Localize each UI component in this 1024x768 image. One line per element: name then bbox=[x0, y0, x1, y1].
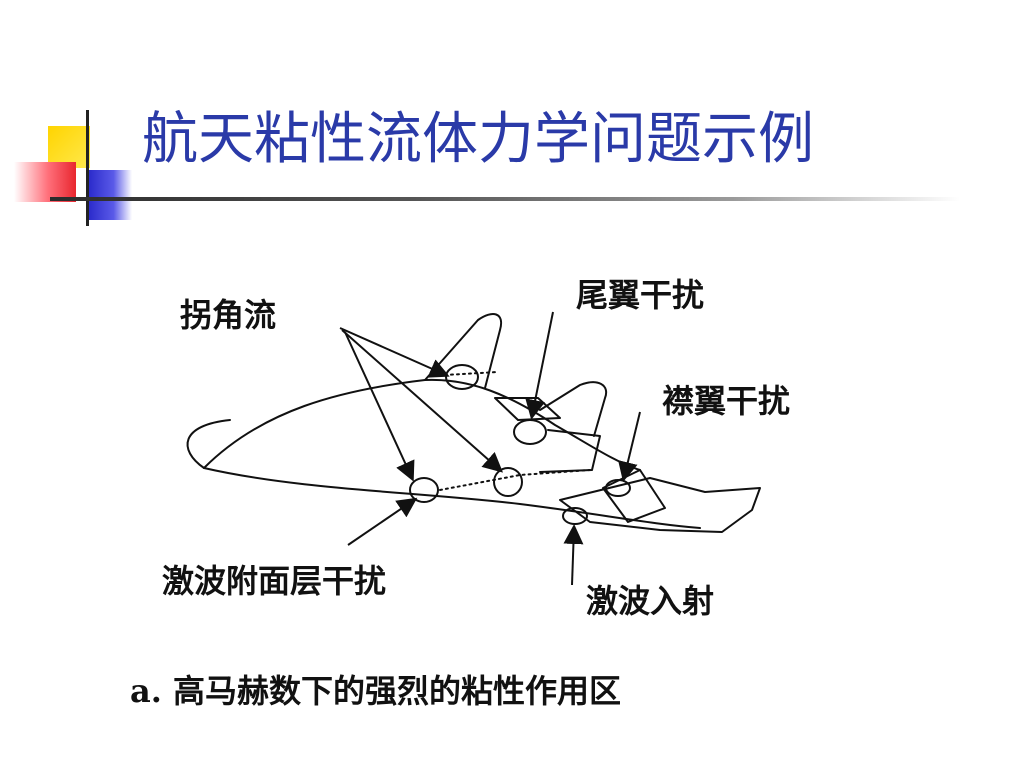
ellipse-tail-root bbox=[513, 419, 547, 445]
top-dotted-line bbox=[444, 371, 499, 376]
interaction-dotted-line bbox=[439, 469, 591, 491]
label-corner-flow: 拐角流 bbox=[180, 296, 276, 334]
top-fin-outline bbox=[424, 313, 503, 389]
arrow-corner-to-shock bbox=[344, 331, 415, 482]
ellipse-top-fin-root bbox=[445, 364, 479, 390]
main-wing-outline bbox=[559, 477, 761, 533]
ellipse-shock-incidence bbox=[562, 507, 588, 525]
arrow-shock-incidence bbox=[563, 524, 584, 586]
rear-fin-outline bbox=[539, 381, 608, 437]
label-shock-incidence: 激波入射 bbox=[586, 582, 714, 620]
title-underline bbox=[50, 197, 960, 201]
arrow-tail-interference bbox=[525, 311, 554, 420]
arrow-wing-interference bbox=[618, 411, 641, 482]
arrow-shock-layer bbox=[347, 497, 418, 546]
ellipse-body-junction bbox=[493, 467, 523, 497]
fuselage-lower-outline bbox=[203, 467, 701, 529]
decor-vertical-line bbox=[86, 110, 89, 226]
wing-root-outline bbox=[539, 429, 601, 473]
slide-title: 航天粘性流体力学问题示例 bbox=[142, 107, 814, 172]
fuselage-upper-outline bbox=[203, 378, 641, 471]
diagram-caption: a. 高马赫数下的强烈的粘性作用区 bbox=[130, 672, 621, 710]
tail-plate-outline bbox=[494, 397, 561, 421]
decor-yellow-block bbox=[48, 126, 90, 168]
decor-red-block bbox=[14, 162, 76, 202]
fuselage-nose-outline bbox=[186, 419, 231, 469]
ellipse-shock-layer bbox=[409, 477, 439, 503]
decor-blue-block bbox=[86, 170, 132, 220]
ellipse-flap bbox=[605, 479, 631, 497]
aircraft-viscous-flow-diagram: 拐角流 尾翼干扰 襟翼干扰 激波附面层干扰 激波入射 a. 高马赫数下的强烈的粘… bbox=[130, 276, 790, 710]
arrow-corner-to-fin bbox=[339, 327, 450, 378]
label-tail-interference: 尾翼干扰 bbox=[576, 276, 704, 314]
label-shock-layer-interference: 激波附面层干扰 bbox=[162, 562, 386, 600]
label-wing-interference: 襟翼干扰 bbox=[662, 382, 790, 420]
arrow-corner-to-body bbox=[341, 329, 503, 473]
